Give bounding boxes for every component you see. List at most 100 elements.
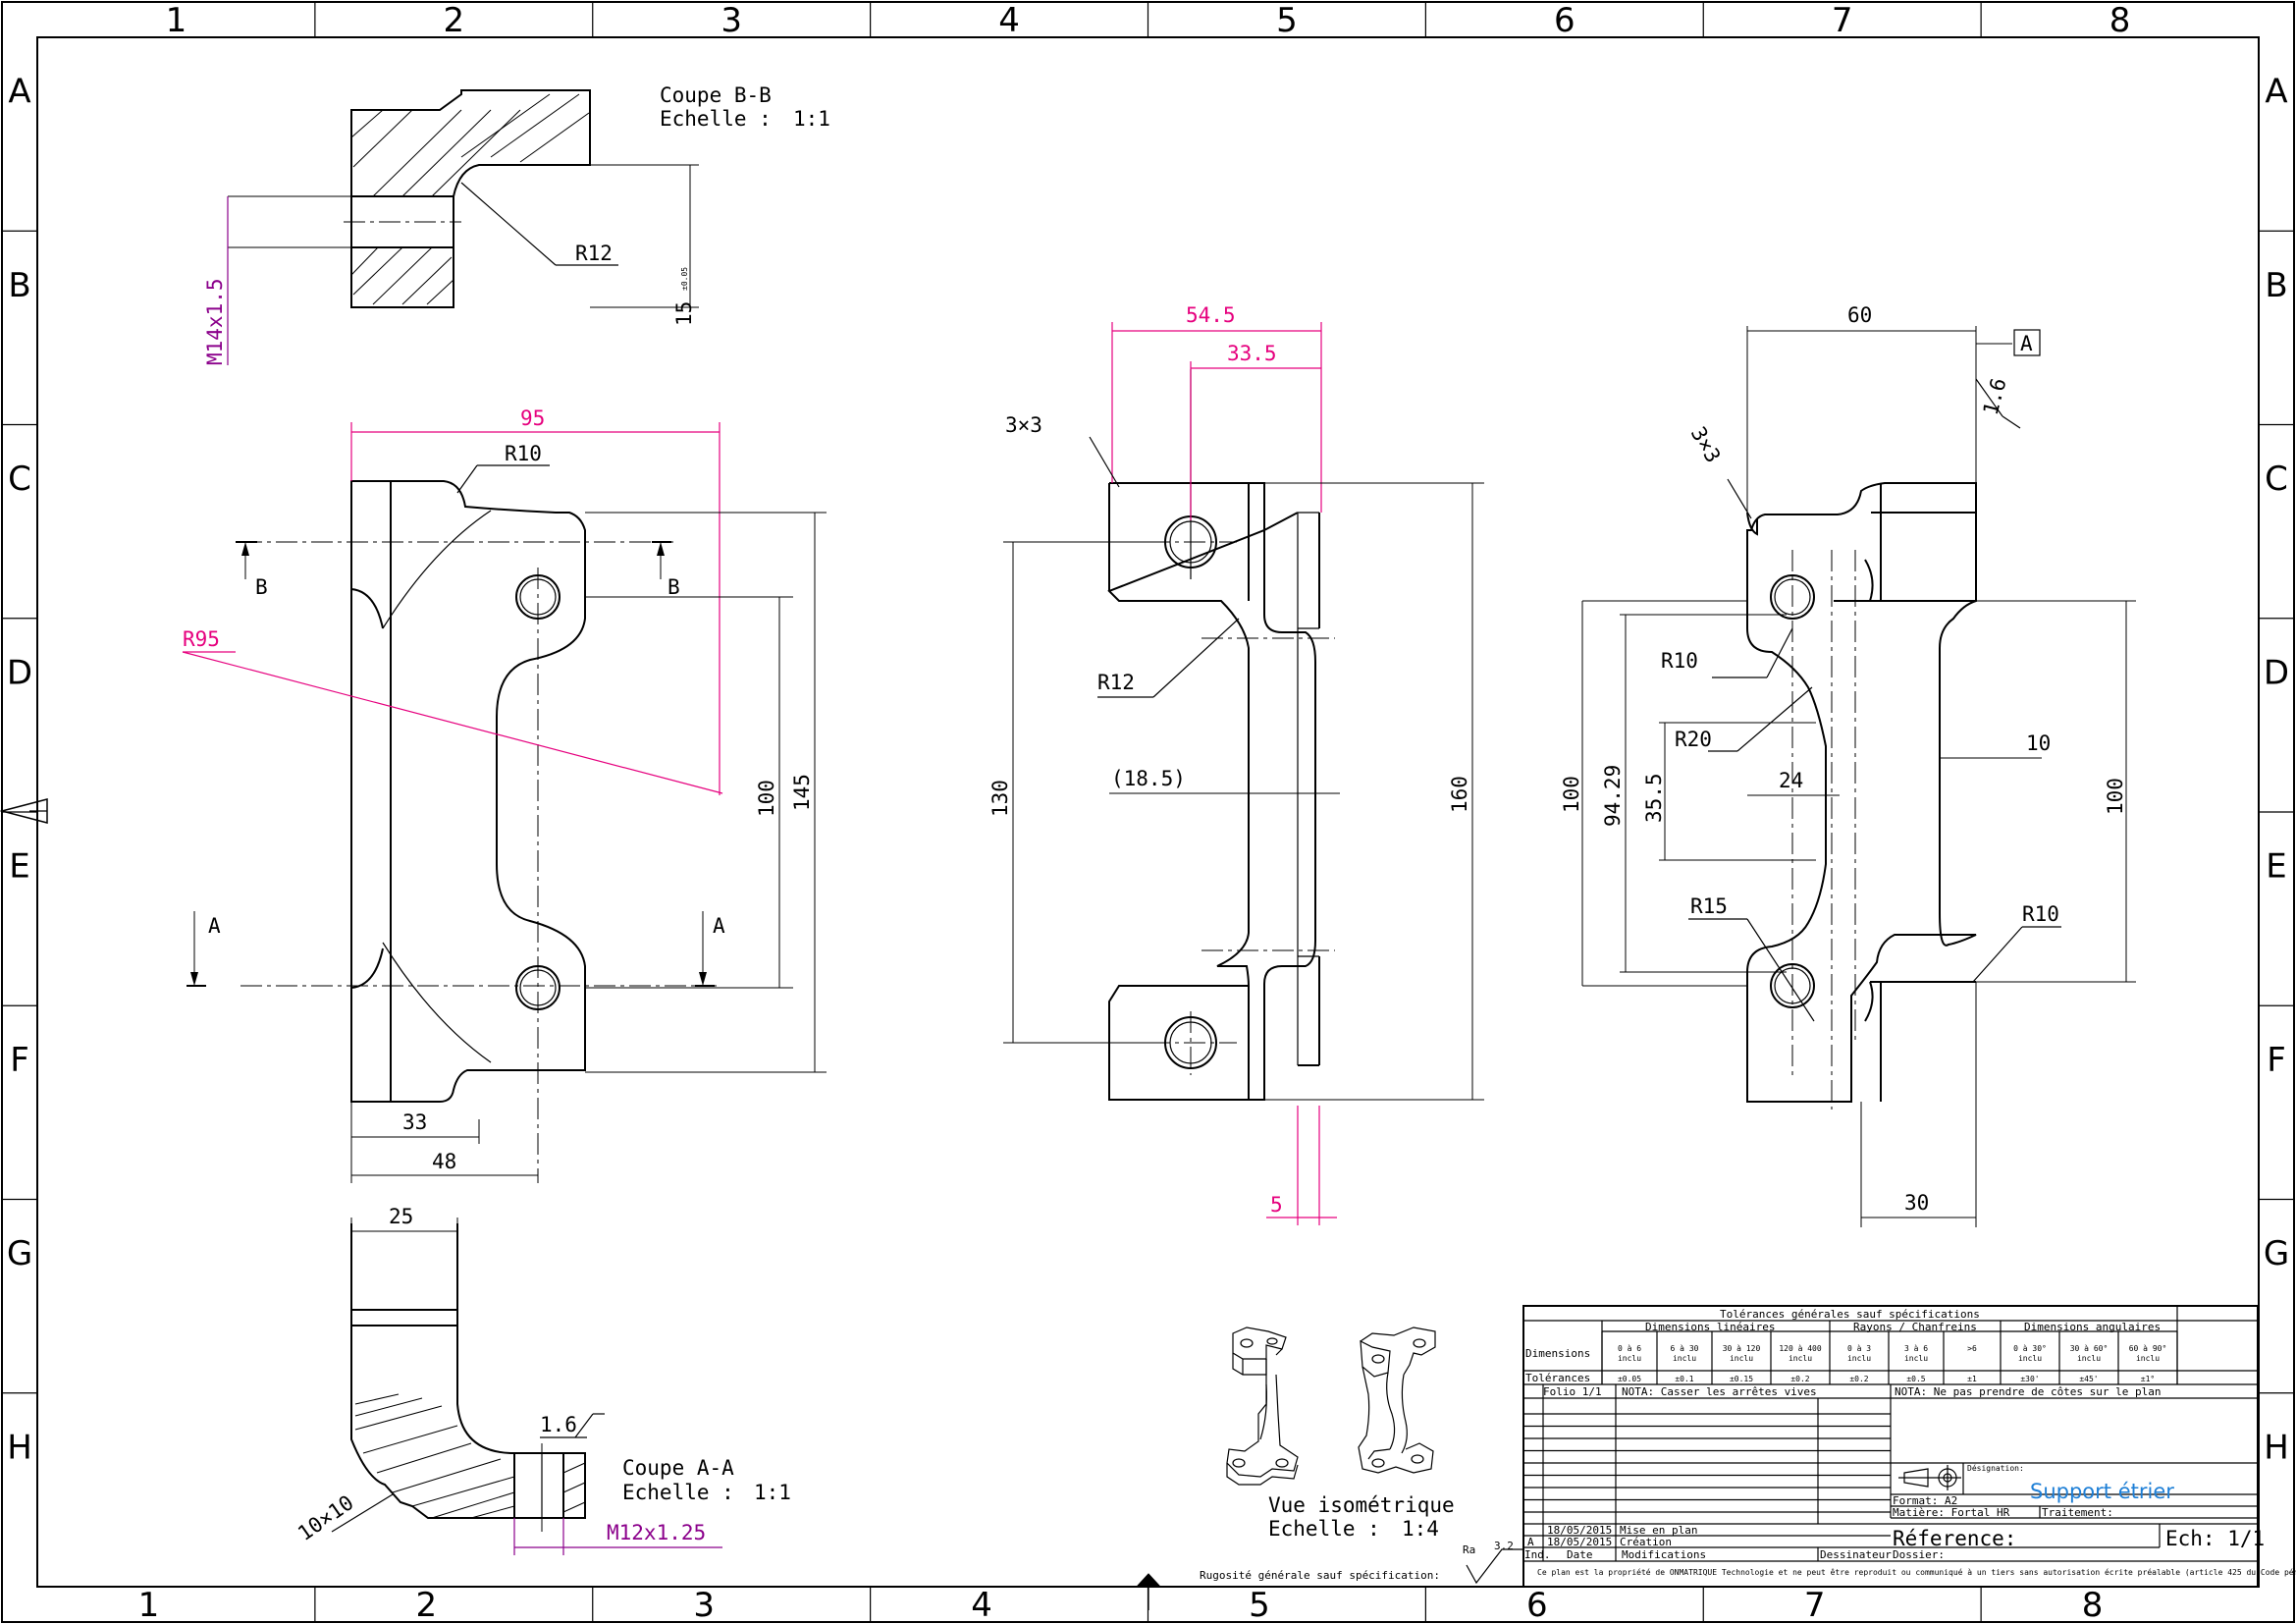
roughness-ra: Ra [1463, 1543, 1475, 1556]
cut-b-right: B [667, 575, 680, 599]
header-date: Date [1567, 1548, 1593, 1561]
right-width-60: 60 [1847, 303, 1872, 327]
header-modifications: Modifications [1622, 1548, 1706, 1561]
header-dossier: Dossier: [1893, 1548, 1945, 1561]
datum-a: A [2020, 332, 2033, 355]
folio: Folio 1/1 [1543, 1385, 1602, 1398]
front-view: B B A A 95 R10 R95 100 145 33 [182, 406, 827, 1183]
general-roughness-note: Rugosité générale sauf spécification: Ra… [1200, 1540, 1523, 1585]
cut-a-right: A [713, 914, 725, 938]
tol-group-radius: Rayons / Chanfreins [1853, 1321, 1977, 1333]
zone-row-right-E: E [2266, 847, 2286, 887]
zone-row-left-E: E [9, 847, 29, 887]
side-height-160: 160 [1448, 776, 1471, 813]
tol-value-0: ±0.05 [1618, 1375, 1641, 1383]
tol-value-7: ±30' [2020, 1375, 2039, 1383]
zone-row-left-D: D [7, 653, 32, 692]
zone-row-left-G: G [7, 1234, 32, 1273]
title-block: Tolérances générales sauf spécifications… [1522, 1305, 2296, 1588]
zone-col-bottom-2: 2 [415, 1586, 437, 1624]
zone-col-top-6: 6 [1554, 1, 1575, 40]
tol-group-angle: Dimensions angulaires [2024, 1321, 2161, 1333]
tol-title: Tolérances générales sauf spécifications [1720, 1308, 1980, 1321]
zone-col-top-2: 2 [443, 1, 464, 40]
section-aa-scale-label: Echelle : [622, 1481, 734, 1504]
zone-col-bottom-5: 5 [1249, 1586, 1270, 1624]
zone-row-left-B: B [8, 266, 30, 305]
side-chamfer: 3×3 [1005, 413, 1042, 437]
corner-r10: R10 [505, 442, 542, 465]
tol-value-5: ±0.5 [1906, 1375, 1925, 1383]
zone-col-bottom-7: 7 [1804, 1586, 1826, 1624]
right-window-35-5: 35.5 [1642, 773, 1666, 823]
section-bb-scale-label: Echelle : [660, 107, 772, 131]
roughness-value: 3.2 [1494, 1540, 1514, 1552]
tol-row-tol: Tolérances [1525, 1372, 1590, 1384]
isometric-view: Vue isométrique Echelle : 1:4 [1226, 1326, 1455, 1541]
zone-col-top-4: 4 [998, 1, 1020, 40]
header-dessinateur: Dessinateur [1820, 1548, 1892, 1561]
tol-value-4: ±0.2 [1849, 1375, 1868, 1383]
right-pitch-94-29: 94.29 [1601, 765, 1625, 827]
projection-symbol-icon [1898, 1465, 1961, 1490]
zone-row-left-F: F [10, 1041, 29, 1080]
zone-row-right-F: F [2267, 1041, 2286, 1080]
iso-scale-label: Echelle : [1268, 1517, 1380, 1541]
zone-row-right-D: D [2264, 653, 2289, 692]
side-r12: R12 [1097, 671, 1135, 694]
rev2-date: 18/05/2015 [1547, 1536, 1612, 1548]
side-hole-pitch-130: 130 [988, 780, 1012, 817]
matiere: Matière: Fortal HR [1893, 1506, 2010, 1519]
hole-x-48: 48 [432, 1150, 456, 1173]
format: Format: A2 [1893, 1494, 1957, 1507]
right-r10-bottom: R10 [2022, 902, 2059, 926]
zone-row-left-H: H [7, 1428, 32, 1467]
tol-value-6: ±1 [1967, 1375, 1977, 1383]
aa-thread-m12: M12x1.25 [607, 1521, 706, 1544]
tol-value-2: ±0.15 [1730, 1375, 1753, 1383]
iso-scale-value: 1:4 [1402, 1517, 1439, 1541]
tol-group-linear: Dimensions linéaires [1645, 1321, 1775, 1333]
tol-value-9: ±1° [2141, 1375, 2155, 1383]
zone-col-top-7: 7 [1832, 1, 1853, 40]
tol-value-8: ±45' [2079, 1375, 2098, 1383]
echelle: Ech: 1/1 [2165, 1527, 2265, 1550]
right-roughness: 1.6 [1979, 375, 2011, 417]
height-145: 145 [790, 774, 814, 811]
zone-row-right-B: B [2265, 266, 2287, 305]
zone-row-right-G: G [2264, 1234, 2289, 1273]
width-95: 95 [520, 406, 545, 430]
header-ind: Ind. [1524, 1548, 1551, 1561]
zone-col-bottom-1: 1 [138, 1586, 160, 1624]
tol-range-6: >6 [1967, 1344, 1977, 1353]
tol-range-9: 60 à 90°inclu [2129, 1344, 2167, 1363]
right-pitch-right-100: 100 [2104, 778, 2127, 815]
tol-value-3: ±0.2 [1790, 1375, 1809, 1383]
tol-range-8: 30 à 60°inclu [2070, 1344, 2109, 1363]
zone-col-top-1: 1 [166, 1, 187, 40]
zone-col-top-5: 5 [1276, 1, 1298, 40]
side-partial-33-5: 33.5 [1227, 342, 1277, 365]
hole-pitch-100: 100 [755, 780, 778, 817]
cut-a-left: A [208, 914, 221, 938]
aa-width-25: 25 [389, 1205, 413, 1228]
iso-part-right [1358, 1326, 1436, 1474]
zone-row-left-C: C [8, 460, 31, 499]
aa-roughness: 1.6 [540, 1413, 577, 1436]
zone-col-bottom-6: 6 [1526, 1586, 1548, 1624]
right-r20: R20 [1675, 728, 1712, 751]
side-lip-5: 5 [1270, 1193, 1283, 1217]
tol-range-7: 0 à 30°inclu [2013, 1344, 2047, 1363]
reference: Réference: [1893, 1527, 2016, 1550]
rev1-date: 18/05/2015 [1547, 1524, 1612, 1537]
disclaimer: Ce plan est la propriété de ONMATRIQUE T… [1537, 1567, 2296, 1577]
zone-row-right-C: C [2265, 460, 2288, 499]
right-r15: R15 [1690, 894, 1728, 918]
roughness-note-label: Rugosité générale sauf spécification: [1200, 1569, 1440, 1582]
right-pitch-100: 100 [1560, 776, 1583, 813]
